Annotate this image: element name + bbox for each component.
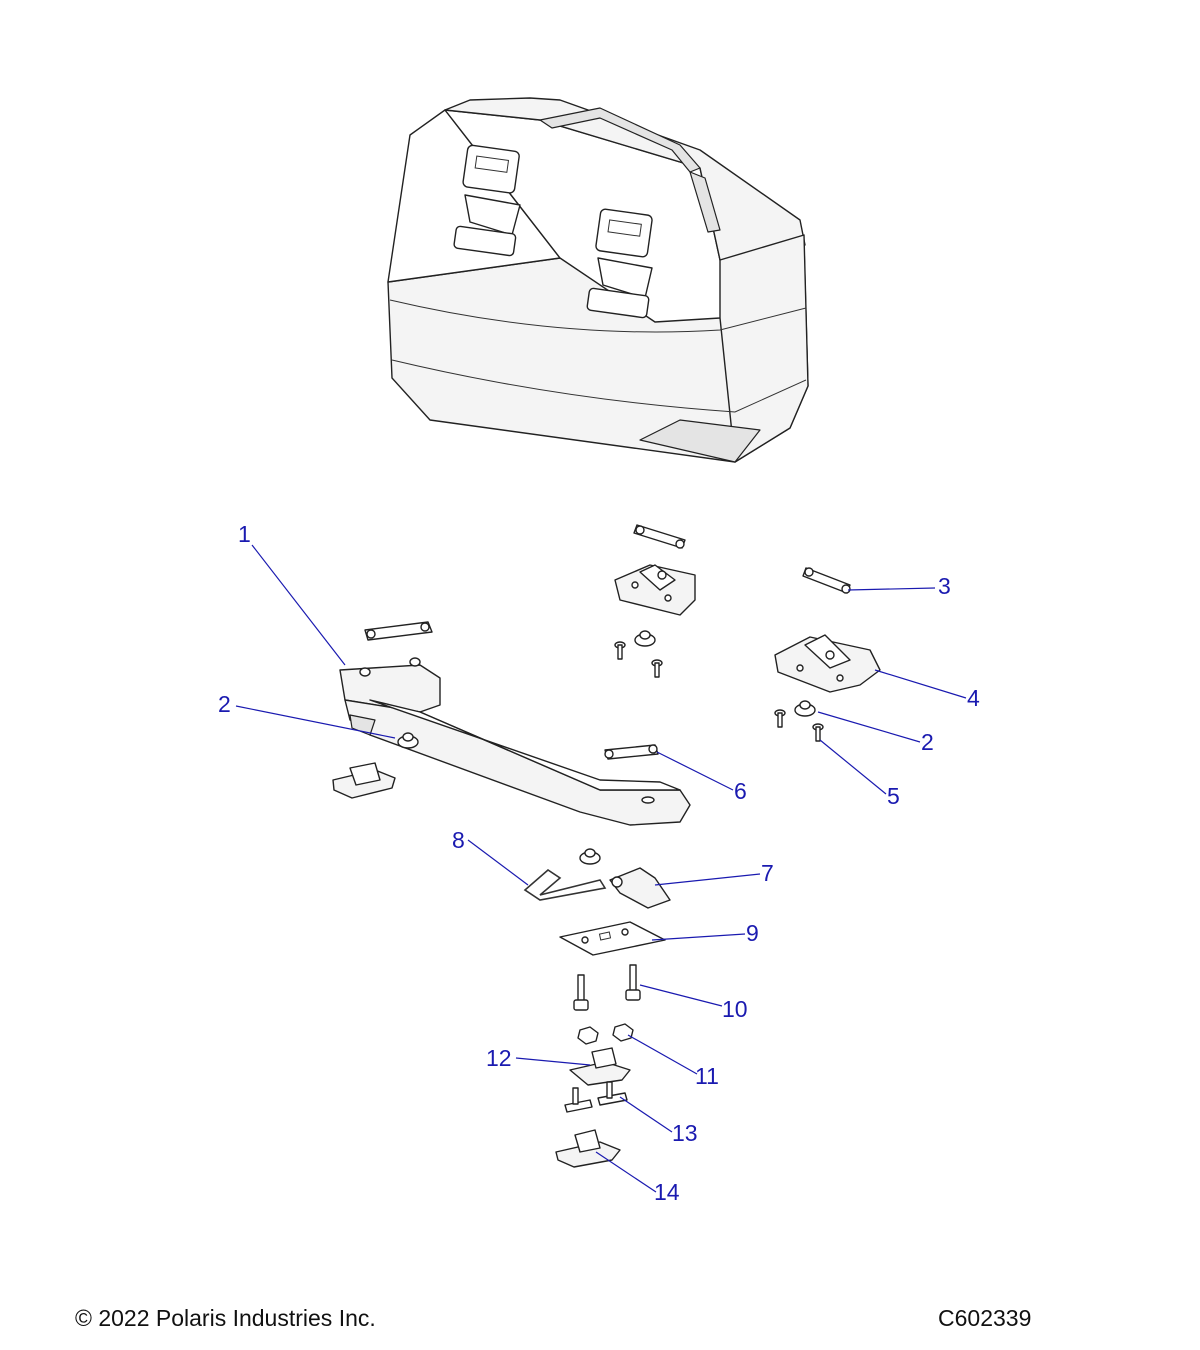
wire-clip — [523, 868, 607, 901]
screw — [812, 723, 824, 742]
callout-10: 10 — [722, 996, 748, 1022]
strap-plate-center-top — [633, 524, 686, 549]
bolt — [573, 974, 589, 1011]
push-nut — [794, 700, 816, 717]
callout-14: 14 — [654, 1179, 680, 1205]
bolt — [625, 964, 641, 1001]
callout-11: 11 — [695, 1063, 719, 1089]
screw — [614, 641, 626, 660]
callout-6: 6 — [734, 778, 747, 804]
screw — [651, 659, 663, 678]
rail-nut-left — [332, 762, 396, 799]
bracket-right — [774, 634, 881, 693]
rail-nut — [569, 1047, 631, 1086]
callout-9: 9 — [746, 920, 759, 946]
callout-2: 2 — [218, 691, 231, 717]
strap-plate-right — [802, 567, 851, 594]
push-nut — [579, 848, 601, 865]
callout-2: 2 — [921, 729, 934, 755]
bolts — [573, 964, 641, 1011]
push-nut — [397, 732, 419, 749]
screw — [774, 709, 786, 728]
callout-7: 7 — [761, 860, 774, 886]
callout-3: 3 — [938, 573, 951, 599]
buckle-right — [586, 208, 653, 319]
screws — [614, 641, 824, 742]
t-bolts — [564, 1081, 628, 1113]
push-nuts — [397, 630, 816, 865]
callout-1: 1 — [238, 521, 251, 547]
callout-8: 8 — [452, 827, 465, 853]
mounting-bar — [339, 657, 691, 826]
base-plate — [559, 921, 666, 956]
anchor — [555, 1129, 621, 1168]
callout-13: 13 — [672, 1120, 698, 1146]
storage-box — [387, 97, 809, 463]
callout-12: 12 — [486, 1045, 512, 1071]
callouts: 1 2 3 4 2 5 6 7 8 9 10 11 12 13 14 — [218, 521, 980, 1205]
bracket-center — [614, 564, 696, 616]
buckle-left — [453, 144, 521, 257]
leader-lines — [235, 544, 967, 1193]
callout-4: 4 — [967, 685, 980, 711]
latch — [609, 867, 671, 909]
nuts — [577, 1023, 634, 1045]
push-nut — [634, 630, 656, 647]
strap-plate-6 — [604, 744, 659, 760]
figure-id: C602339 — [938, 1305, 1032, 1331]
copyright-text: © 2022 Polaris Industries Inc. — [75, 1305, 376, 1331]
callout-5: 5 — [887, 783, 900, 809]
strap-plate-left — [364, 621, 433, 641]
